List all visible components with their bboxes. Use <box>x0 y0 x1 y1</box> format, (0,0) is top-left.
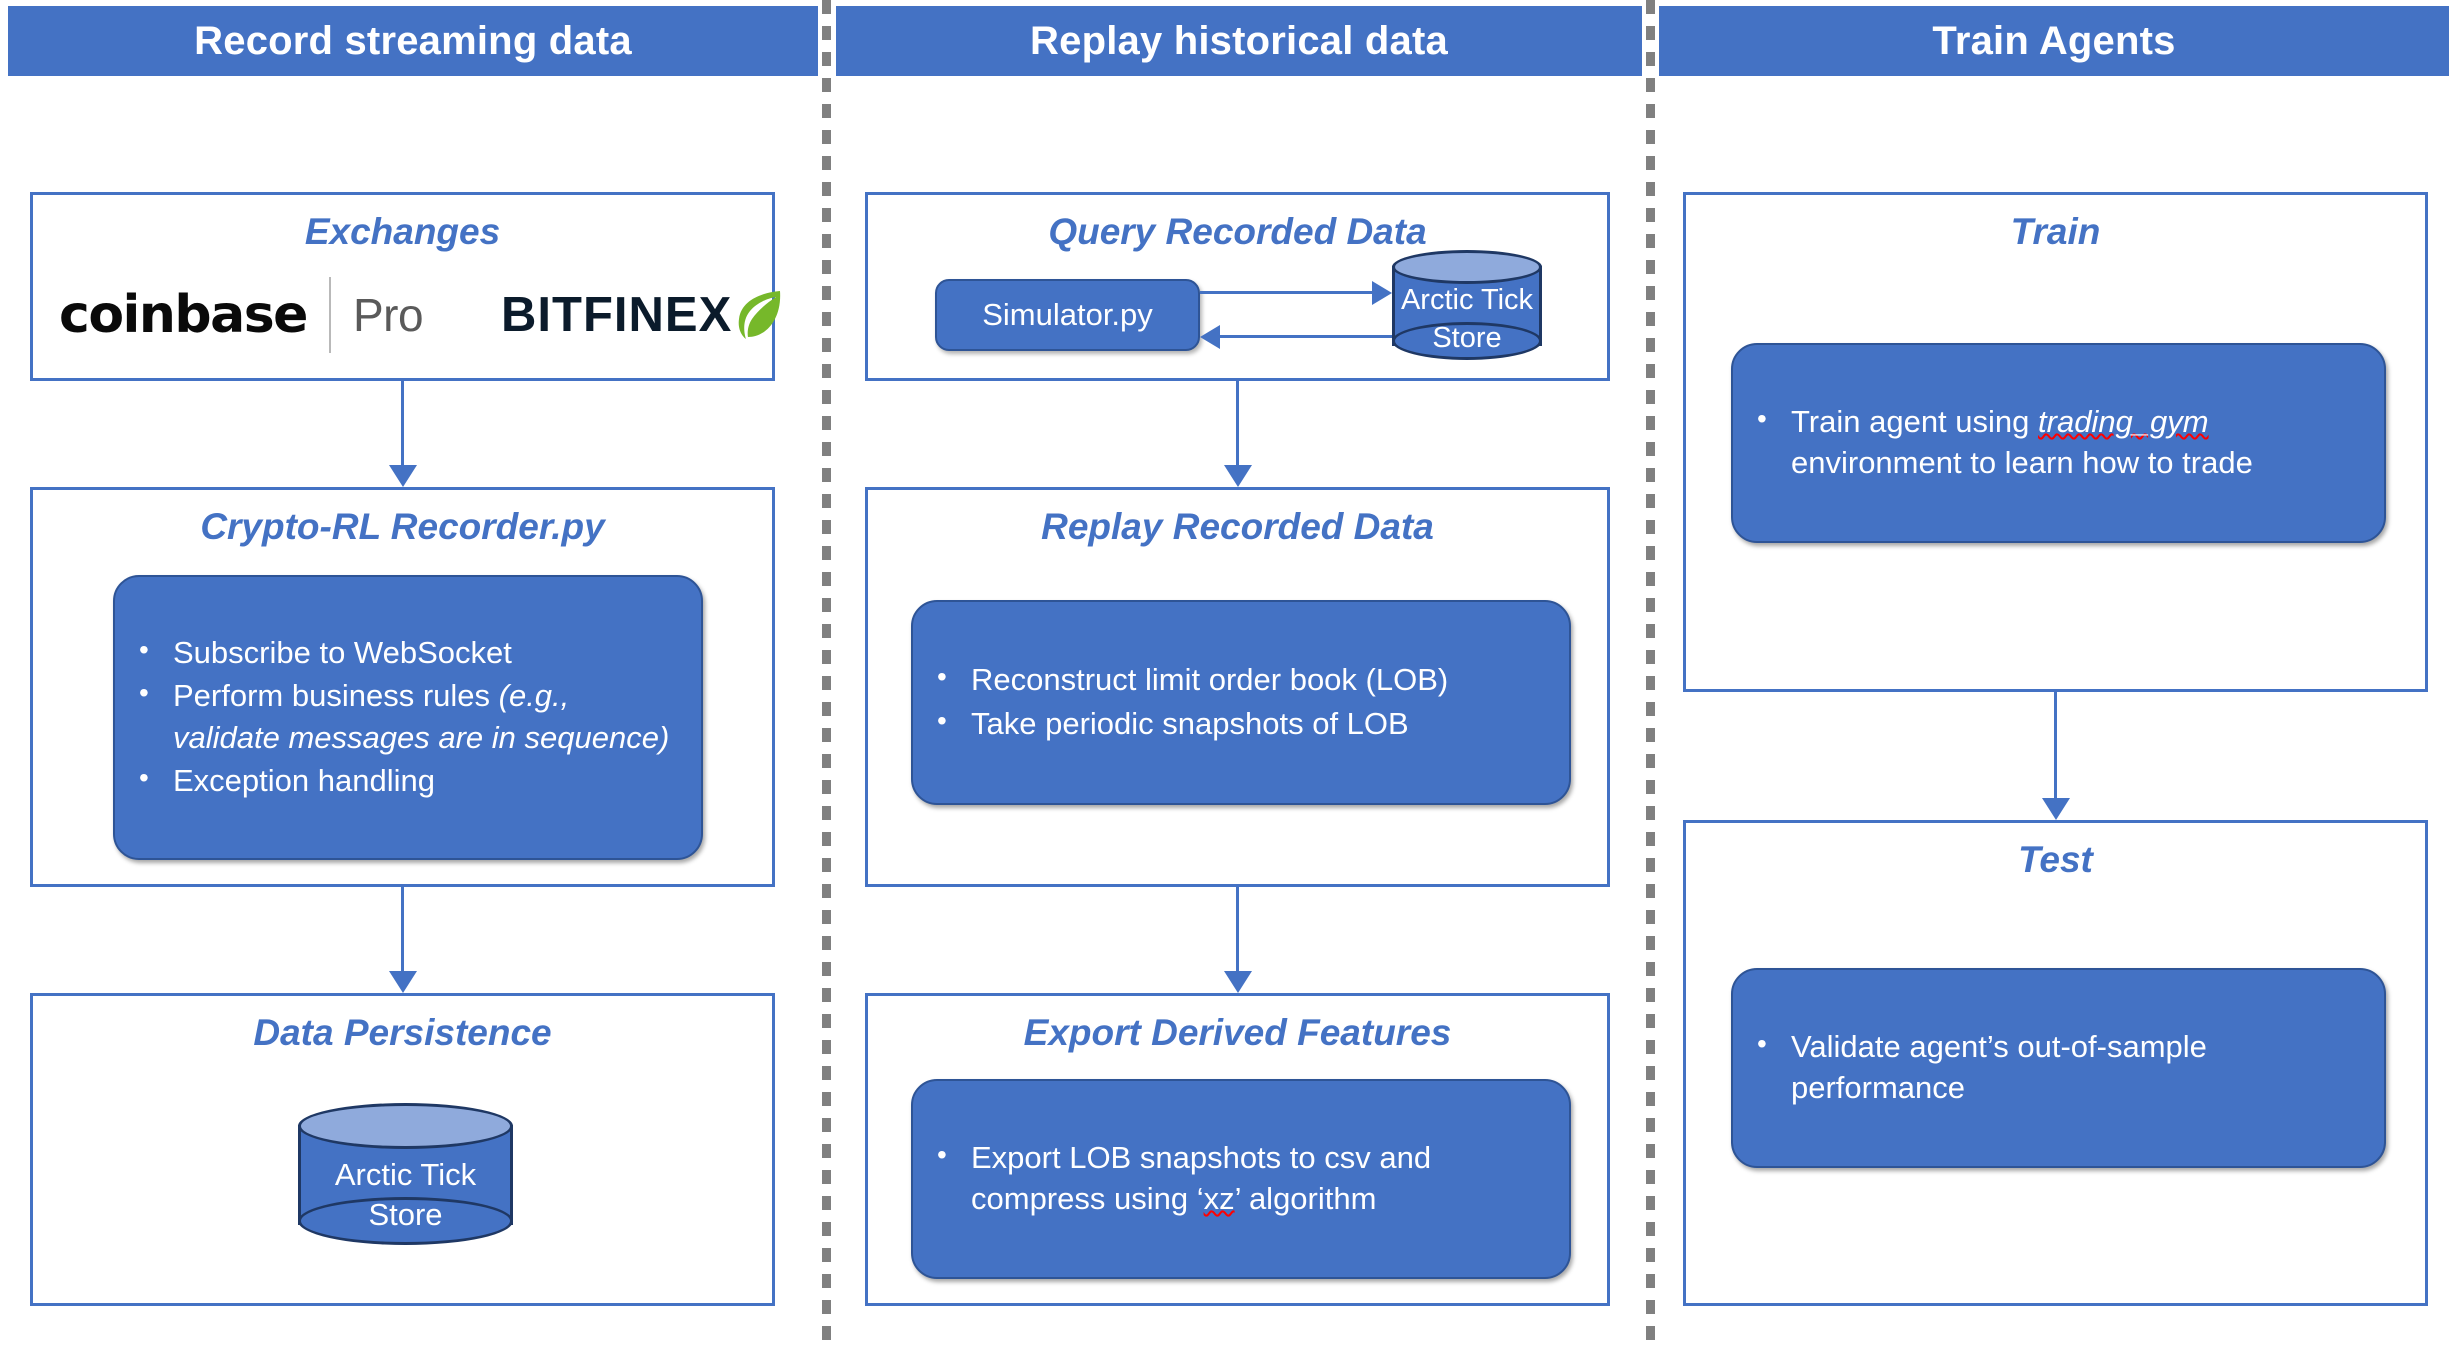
database-label-line1: Arctic Tick <box>1400 284 1534 316</box>
arrow-shaft <box>401 381 404 465</box>
bullet-list: Validate agent’s out-of-sample performan… <box>1733 1025 2384 1110</box>
cylinder-top <box>1392 250 1542 284</box>
bullet-text: Exception handling <box>173 762 435 798</box>
arrow-shaft <box>1236 887 1239 971</box>
database-arctic-tick-store: Arctic Tick Store <box>298 1103 513 1248</box>
node-simulator-py: Simulator.py <box>935 279 1200 351</box>
arrow-head <box>389 465 417 487</box>
database-label-line2: Store <box>1432 321 1502 354</box>
list-item: Take periodic snapshots of LOB <box>937 701 1543 744</box>
stage-crypto-rl-recorder: Crypto-RL Recorder.py Subscribe to WebSo… <box>30 487 775 887</box>
callout-export-tasks: Export LOB snapshots to csv and compress… <box>911 1079 1571 1279</box>
stage-title-train: Train <box>2010 211 2101 252</box>
arrow-shaft <box>2054 692 2057 798</box>
arrow-shaft <box>401 887 404 971</box>
list-item: Export LOB snapshots to csv and compress… <box>937 1136 1543 1219</box>
stage-title-test: Test <box>2018 839 2093 880</box>
arrow-shaft <box>1200 291 1372 294</box>
bitfinex-leaf-icon <box>736 289 782 341</box>
arrow-shaft <box>1220 335 1392 338</box>
column-header-replay-historical-data: Replay historical data <box>836 6 1642 76</box>
stage-data-persistence: Data Persistence Arctic Tick Store <box>30 993 775 1306</box>
stage-query-recorded-data: Query Recorded Data Simulator.py Arctic … <box>865 192 1610 381</box>
callout-recorder-tasks: Subscribe to WebSocket Perform business … <box>113 575 703 860</box>
bitfinex-logo-text: BITFINEX <box>501 288 733 342</box>
arrow-recorder-to-persistence <box>383 887 423 993</box>
coinbase-pro-label: Pro <box>352 289 424 341</box>
callout-test-tasks: Validate agent’s out-of-sample performan… <box>1731 968 2386 1168</box>
arrow-head <box>1224 971 1252 993</box>
database-label-line2: Store <box>368 1197 443 1233</box>
bullet-text-tail: ’ algorithm <box>1234 1181 1377 1216</box>
bullet-text-italic: (e.g., validate messages are in sequence… <box>173 678 670 755</box>
arrow-shaft <box>1236 381 1239 465</box>
arrow-query-to-replay <box>1218 381 1258 487</box>
stage-title-replay: Replay Recorded Data <box>1041 506 1434 547</box>
column-divider-2 <box>1646 0 1655 1351</box>
bullet-text: Reconstruct limit order book (LOB) <box>971 662 1449 698</box>
arrow-head <box>389 971 417 993</box>
stage-test: Test Validate agent’s out-of-sample perf… <box>1683 820 2428 1306</box>
cylinder-bottom <box>298 1197 513 1245</box>
callout-train-tasks: Train agent using trading_gym environmen… <box>1731 343 2386 543</box>
bullet-text-tail: environment to learn how to trade <box>1791 445 2253 480</box>
stage-export-derived-features: Export Derived Features Export LOB snaps… <box>865 993 1610 1306</box>
arrow-head <box>1224 465 1252 487</box>
code-token-trading-gym: trading_gym <box>2038 403 2209 439</box>
arrow-replay-to-export <box>1218 887 1258 993</box>
arrow-train-to-test <box>2036 692 2076 820</box>
exchange-logo-row: coinbase Pro BITFINEX <box>59 277 782 353</box>
list-item: Subscribe to WebSocket <box>139 631 675 673</box>
arrow-head <box>2042 798 2070 820</box>
list-item: Exception handling <box>139 759 675 801</box>
column-header-label: Record streaming data <box>194 18 632 63</box>
bullet-text: Validate agent’s out-of-sample performan… <box>1791 1028 2207 1105</box>
cylinder-bottom <box>1392 322 1542 360</box>
node-label: Simulator.py <box>982 297 1153 332</box>
bullet-list: Reconstruct limit order book (LOB) Take … <box>913 658 1569 745</box>
bullet-list: Export LOB snapshots to csv and compress… <box>913 1136 1569 1221</box>
list-item: Reconstruct limit order book (LOB) <box>937 658 1543 700</box>
list-item: Perform business rules (e.g., validate m… <box>139 674 675 757</box>
stage-title-export: Export Derived Features <box>1023 1012 1452 1053</box>
database-label: Arctic Tick Store <box>1392 282 1542 357</box>
database-label-line1: Arctic Tick <box>334 1157 477 1192</box>
bullet-list: Train agent using trading_gym environmen… <box>1733 400 2384 485</box>
coinbase-logo-text: coinbase <box>59 285 308 345</box>
stage-title-recorder: Crypto-RL Recorder.py <box>200 506 605 547</box>
stage-title-query: Query Recorded Data <box>1048 211 1427 252</box>
stage-exchanges: Exchanges coinbase Pro BITFINEX <box>30 192 781 381</box>
arrow-database-to-simulator <box>1200 323 1392 351</box>
column-divider-1 <box>822 0 831 1351</box>
arrow-simulator-to-database <box>1200 279 1392 307</box>
arrow-exchanges-to-recorder <box>383 381 423 487</box>
bullet-text: Train agent using <box>1791 403 2039 439</box>
bullet-text: Take periodic snapshots of LOB <box>971 705 1409 741</box>
column-header-label: Train Agents <box>1932 18 2176 63</box>
bullet-text: Export LOB snapshots to csv and compress… <box>971 1139 1432 1216</box>
database-arctic-tick-store: Arctic Tick Store <box>1392 250 1542 362</box>
bullet-text: Subscribe to WebSocket <box>173 635 512 671</box>
cylinder-top <box>298 1103 513 1149</box>
database-label: Arctic Tick Store <box>298 1155 513 1236</box>
stage-replay-recorded-data: Replay Recorded Data Reconstruct limit o… <box>865 487 1610 887</box>
misspelled-word: xz <box>1203 1181 1235 1216</box>
list-item: Validate agent’s out-of-sample performan… <box>1757 1025 2358 1108</box>
stage-title-persistence: Data Persistence <box>253 1012 552 1053</box>
bullet-list: Subscribe to WebSocket Perform business … <box>115 631 701 803</box>
bullet-text: Perform business rules <box>173 678 499 714</box>
column-header-record-streaming-data: Record streaming data <box>8 6 818 76</box>
column-header-train-agents: Train Agents <box>1659 6 2449 76</box>
arrow-head <box>1200 325 1220 349</box>
arrow-head <box>1372 281 1392 305</box>
logo-divider <box>328 277 331 353</box>
list-item: Train agent using trading_gym environmen… <box>1757 400 2358 483</box>
stage-title-exchanges: Exchanges <box>304 211 501 252</box>
stage-train: Train Train agent using trading_gym envi… <box>1683 192 2428 692</box>
callout-replay-tasks: Reconstruct limit order book (LOB) Take … <box>911 600 1571 805</box>
column-header-label: Replay historical data <box>1030 18 1448 63</box>
